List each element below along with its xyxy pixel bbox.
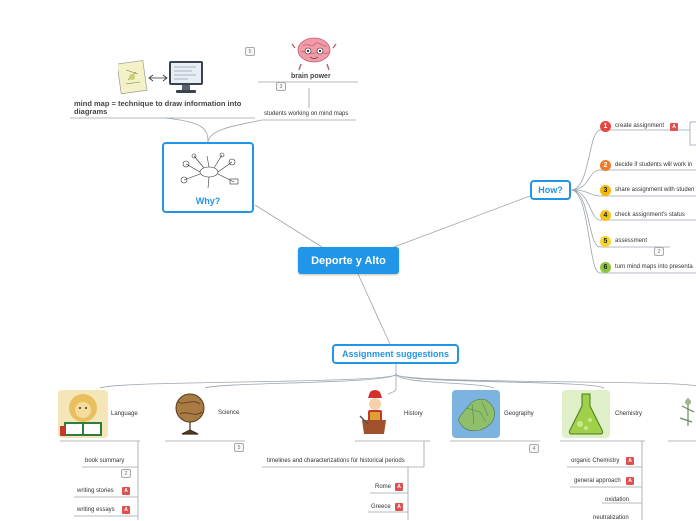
how-node[interactable]: How? xyxy=(530,180,571,200)
how-item[interactable]: assessment xyxy=(615,238,648,244)
step-number-badge: 2 xyxy=(600,160,611,171)
language-item[interactable]: book summary xyxy=(85,458,125,464)
language-item[interactable]: writing stories xyxy=(77,488,114,494)
arrow-icon xyxy=(148,74,168,82)
chemistry-item[interactable]: oxidation xyxy=(605,497,630,503)
collapse-count-badge[interactable]: 2 xyxy=(654,247,664,256)
category-chemistry[interactable]: Chemistry xyxy=(615,411,643,417)
attachment-icon[interactable]: A xyxy=(122,506,130,514)
collapse-count-badge[interactable]: 2 xyxy=(121,469,131,478)
how-item[interactable]: decide if students will work in xyxy=(615,162,693,168)
chemistry-item[interactable]: organic Chemistry xyxy=(571,458,620,464)
attachment-icon[interactable]: A xyxy=(395,483,403,491)
attachment-icon[interactable]: A xyxy=(626,457,634,465)
assignment-node[interactable]: Assignment suggestions xyxy=(332,344,459,364)
language-item[interactable]: writing essays xyxy=(77,507,115,513)
attachment-icon[interactable]: A xyxy=(670,123,678,131)
collapse-count-badge[interactable]: 5 xyxy=(245,47,255,56)
why-node[interactable]: Why? xyxy=(162,142,254,213)
history-item[interactable]: Greece xyxy=(371,504,391,510)
category-history[interactable]: History xyxy=(404,411,423,417)
computer-diagram-icon xyxy=(116,60,148,95)
history-item[interactable]: Rome xyxy=(375,484,392,490)
category-geography[interactable]: Geography xyxy=(504,411,534,417)
collapse-count-badge[interactable]: 3 xyxy=(276,82,286,91)
central-topic[interactable]: Deporte y Alto xyxy=(298,247,399,274)
central-topic-label: Deporte y Alto xyxy=(311,254,386,267)
step-number-badge: 5 xyxy=(600,236,611,247)
why-label: Why? xyxy=(195,196,221,206)
how-label: How? xyxy=(538,185,563,195)
europe-map-icon xyxy=(452,390,500,438)
step-number-badge: 3 xyxy=(600,185,611,196)
mind-map-definition[interactable]: mind map = technique to draw information… xyxy=(74,99,242,116)
mindmap-sketch-icon xyxy=(180,152,239,189)
history-subtopic[interactable]: timelines and characterizations for hist… xyxy=(267,458,405,464)
step-number-badge: 4 xyxy=(600,210,611,221)
globe-icon xyxy=(170,390,210,438)
students-working-label[interactable]: students working on mind maps xyxy=(264,111,349,117)
how-item[interactable]: share assignment with studen xyxy=(615,187,695,193)
how-item[interactable]: turn mind maps into presenta xyxy=(615,264,693,270)
roman-soldier-icon xyxy=(356,390,394,438)
monitor-icon xyxy=(166,58,206,96)
brain-icon xyxy=(291,34,337,72)
collapse-count-badge[interactable]: 5 xyxy=(234,443,244,452)
collapse-count-badge[interactable]: 4 xyxy=(529,444,539,453)
how-item[interactable]: create assignment xyxy=(615,123,665,129)
chemistry-flask-icon xyxy=(562,390,610,438)
brain-power-label[interactable]: brain power xyxy=(291,73,331,80)
category-language[interactable]: Language xyxy=(111,411,138,417)
chemistry-item[interactable]: general approach xyxy=(574,478,621,484)
step-number-badge: 1 xyxy=(600,121,611,132)
partial-topic-icon xyxy=(676,392,696,432)
step-number-badge: 6 xyxy=(600,262,611,273)
category-science[interactable]: Science xyxy=(218,410,240,416)
attachment-icon[interactable]: A xyxy=(122,487,130,495)
how-item[interactable]: check assignment's status xyxy=(615,212,685,218)
attachment-icon[interactable]: A xyxy=(626,477,634,485)
chemistry-item[interactable]: neutralization xyxy=(593,515,629,521)
reading-lion-icon xyxy=(58,390,108,438)
attachment-icon[interactable]: A xyxy=(395,503,403,511)
assignment-label: Assignment suggestions xyxy=(341,349,449,359)
